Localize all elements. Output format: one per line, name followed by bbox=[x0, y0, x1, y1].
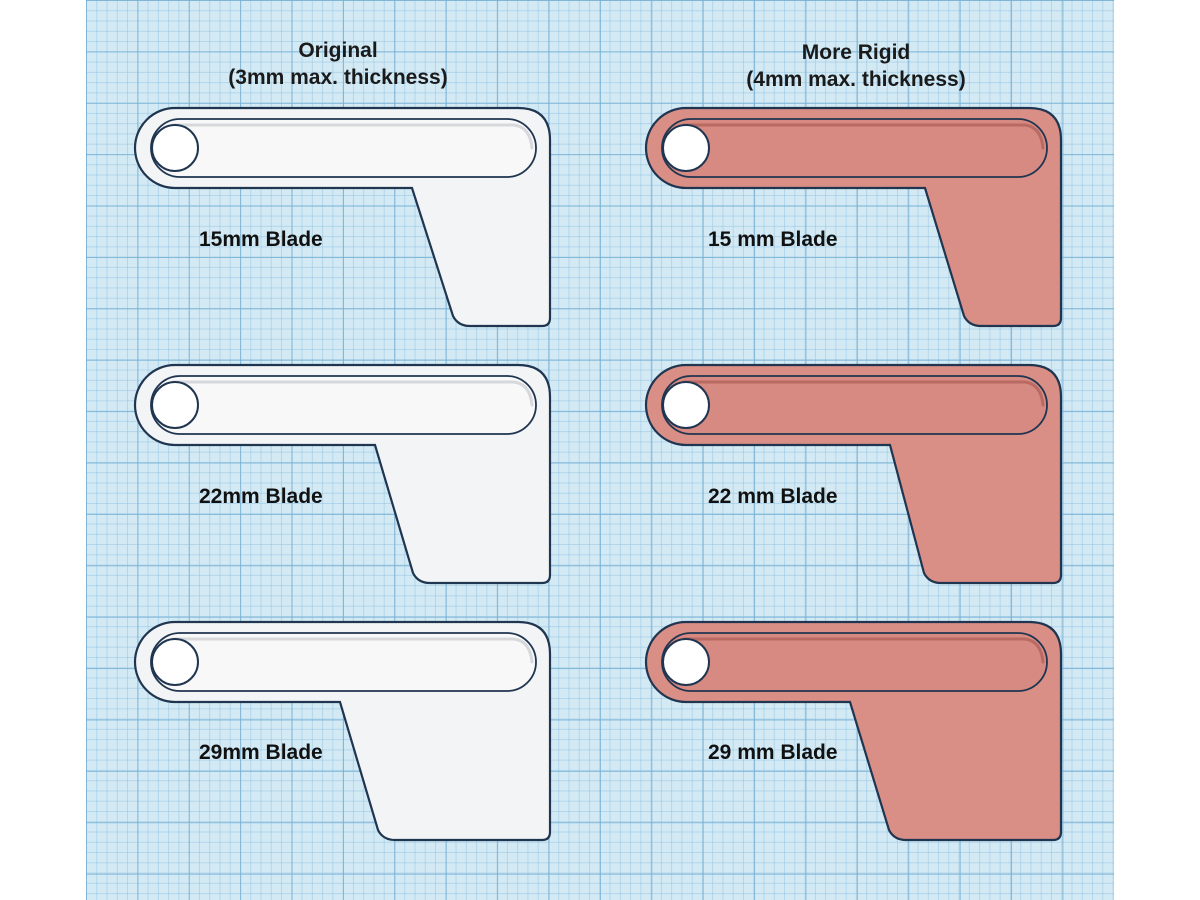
blade-label-original-2: 22mm Blade bbox=[199, 485, 323, 508]
column-heading-more-rigid: More Rigid (4mm max. thickness) bbox=[676, 39, 1036, 93]
part-slot-1-2 bbox=[661, 632, 1048, 692]
part-slot-shade-1-0 bbox=[682, 123, 1045, 150]
part-hole-1-2 bbox=[662, 638, 710, 686]
part-slot-1-0 bbox=[661, 118, 1048, 178]
column-subtitle-more-rigid: (4mm max. thickness) bbox=[746, 68, 966, 91]
blade-label-more-rigid-2: 22 mm Blade bbox=[708, 485, 838, 508]
blade-label-original-3: 29mm Blade bbox=[199, 741, 323, 764]
part-slot-0-0 bbox=[150, 118, 537, 178]
part-slot-shade-0-0 bbox=[171, 123, 534, 150]
part-slot-shade-0-1 bbox=[171, 380, 534, 407]
part-slot-shade-1-2 bbox=[682, 637, 1045, 664]
column-heading-original: Original (3mm max. thickness) bbox=[158, 37, 518, 91]
part-slot-0-1 bbox=[150, 375, 537, 435]
column-subtitle-original: (3mm max. thickness) bbox=[228, 66, 448, 89]
part-hole-0-1 bbox=[151, 381, 199, 429]
column-title-original: Original bbox=[298, 39, 378, 62]
part-slot-1-1 bbox=[661, 375, 1048, 435]
part-hole-1-1 bbox=[662, 381, 710, 429]
blade-label-more-rigid-3: 29 mm Blade bbox=[708, 741, 838, 764]
blade-label-original-1: 15mm Blade bbox=[199, 228, 323, 251]
part-hole-1-0 bbox=[662, 124, 710, 172]
part-hole-0-2 bbox=[151, 638, 199, 686]
blade-label-more-rigid-1: 15 mm Blade bbox=[708, 228, 838, 251]
part-slot-shade-0-2 bbox=[171, 637, 534, 664]
column-title-more-rigid: More Rigid bbox=[801, 41, 911, 64]
part-slot-0-2 bbox=[150, 632, 537, 692]
part-hole-0-0 bbox=[151, 124, 199, 172]
part-slot-shade-1-1 bbox=[682, 380, 1045, 407]
